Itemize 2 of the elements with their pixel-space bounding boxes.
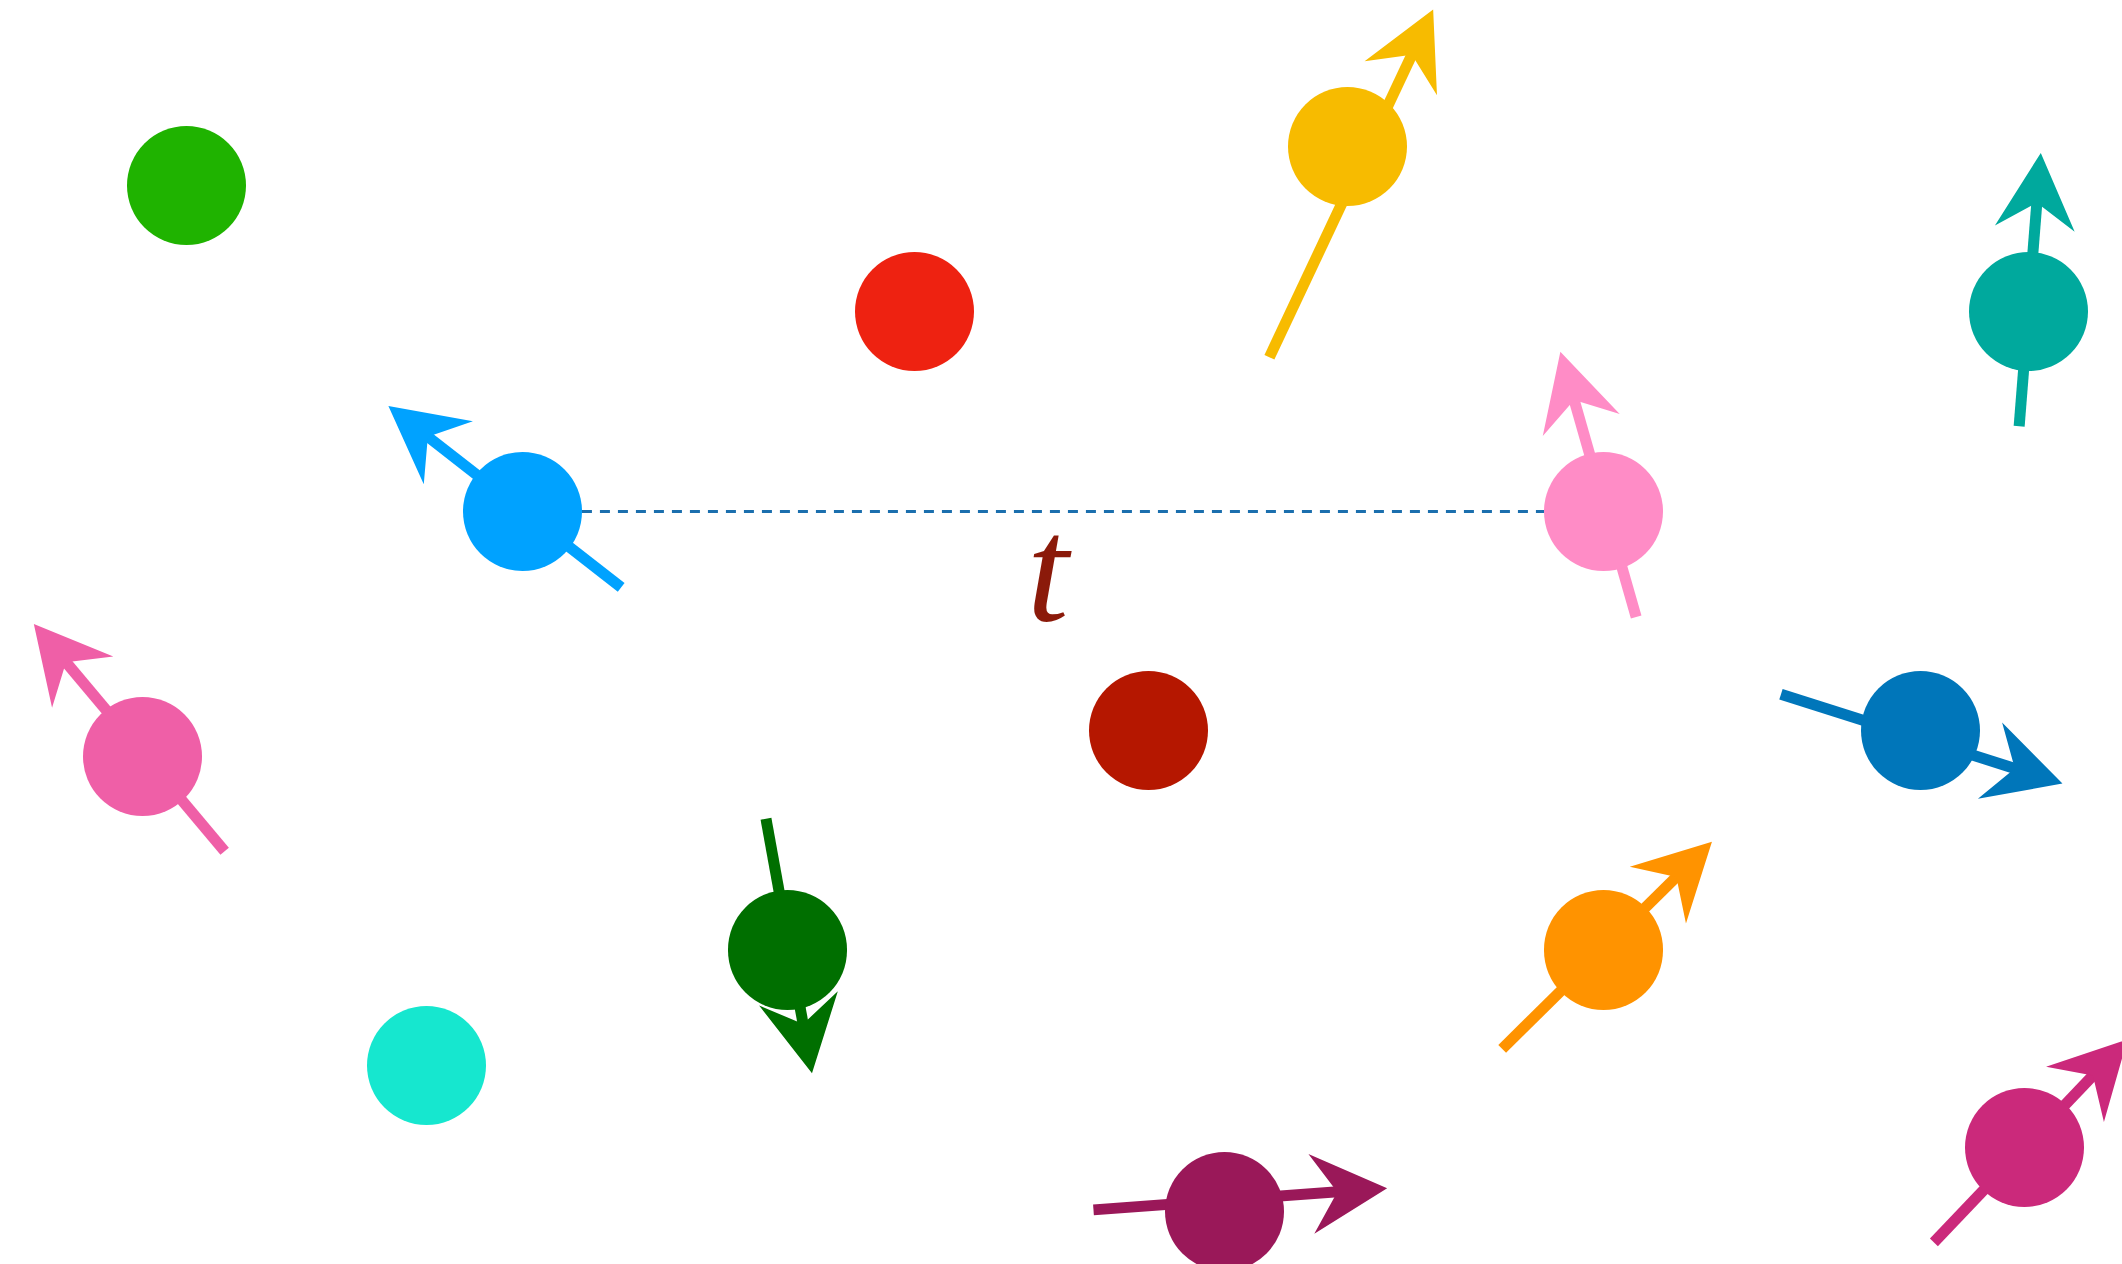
dashed-line [581, 510, 1545, 514]
edge-label: t [1023, 513, 1073, 627]
